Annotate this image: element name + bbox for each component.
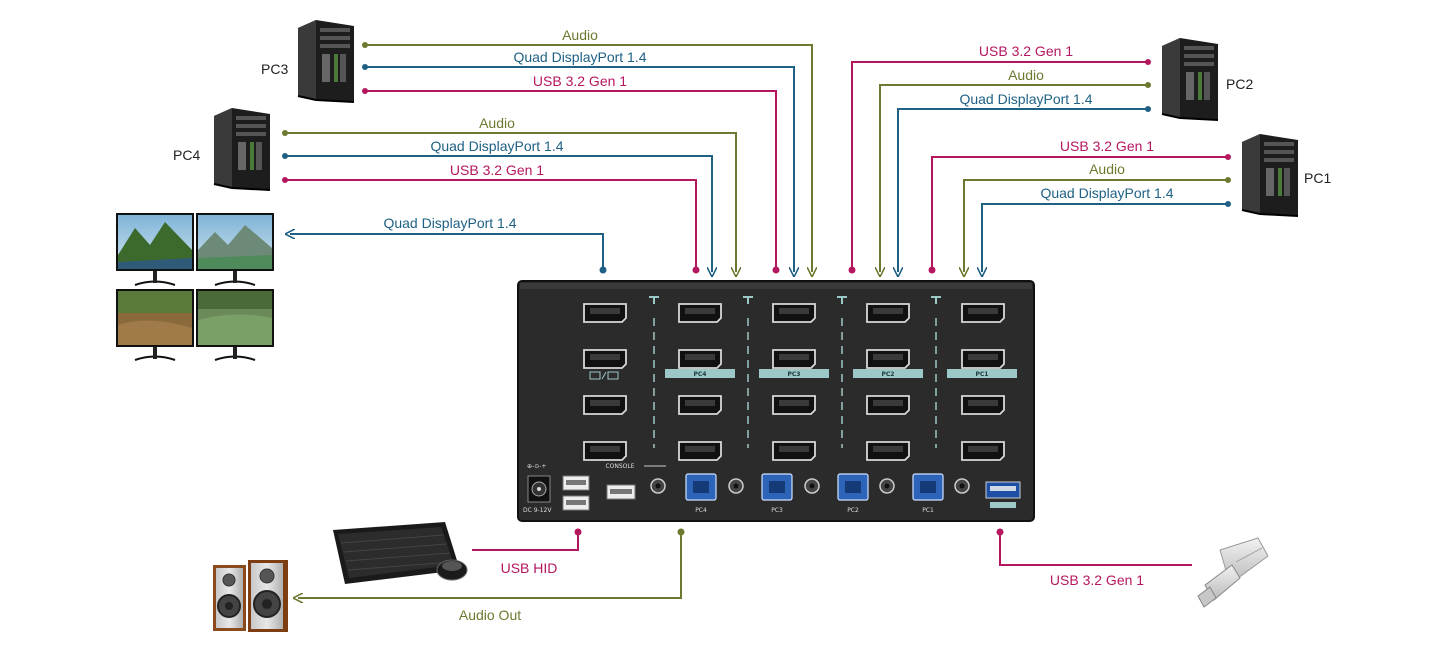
pc3-audio-line (365, 44, 812, 272)
pc4-audio-label: Audio (479, 115, 515, 131)
bottom-tag-pc2: PC2 (847, 507, 859, 514)
pc4-tower-icon (213, 108, 271, 191)
pc4-usb-label: USB 3.2 Gen 1 (450, 162, 544, 178)
monitors-video-label: Quad DisplayPort 1.4 (383, 215, 516, 231)
usb-drive-label: USB 3.2 Gen 1 (1050, 572, 1144, 588)
keyboard-mouse-icon (333, 522, 468, 584)
pc4-audio-line (285, 132, 736, 272)
port-tag-pc1: PC1 (976, 371, 989, 378)
pc-usb-b-ports (685, 473, 970, 501)
power-label: DC 9-12V (523, 507, 552, 514)
pc1-usb-line (931, 156, 1228, 268)
pc3-video-line (365, 66, 794, 272)
pc1-tower-icon (1241, 134, 1299, 217)
usb-drive-line (999, 532, 1192, 566)
pc3-tower-icon (297, 20, 355, 103)
pc-port-tags: PC4 PC3 PC2 PC1 (665, 369, 1017, 378)
pc2-tower-icon (1161, 38, 1219, 121)
usb-flash-drive-icon (1197, 537, 1269, 608)
pc1-audio-line (964, 179, 1228, 272)
pc1-usb-label: USB 3.2 Gen 1 (1060, 138, 1154, 154)
pc4-label: PC4 (173, 147, 200, 163)
audio-out-label: Audio Out (459, 607, 521, 623)
pc3-video-label: Quad DisplayPort 1.4 (513, 49, 646, 65)
svg-text:⊕-⊙-+: ⊕-⊙-+ (527, 463, 546, 470)
pc2-label: PC2 (1226, 76, 1253, 92)
usb-hid-label: USB HID (501, 560, 558, 576)
pc3-audio-label: Audio (562, 27, 598, 43)
pc3-usb-line (365, 90, 777, 268)
pc1-audio-label: Audio (1089, 161, 1125, 177)
console-usb-ports: CONSOLE (562, 462, 666, 511)
display-mode-icon (589, 371, 619, 380)
port-tag-pc4: PC4 (694, 371, 707, 378)
connection-labels: Audio Quad DisplayPort 1.4 USB 3.2 Gen 1… (383, 27, 1173, 623)
pc2-video-label: Quad DisplayPort 1.4 (959, 91, 1092, 107)
pc2-usb-line (851, 61, 1148, 268)
pc2-usb-label: USB 3.2 Gen 1 (979, 43, 1073, 59)
bottom-tag-pc4: PC4 (695, 507, 707, 514)
quad-monitor-icon (116, 213, 274, 361)
pc1-video-line (982, 203, 1228, 272)
pc-bottom-tags: PC4 PC3 PC2 PC1 (695, 507, 934, 514)
connection-dots (282, 42, 1231, 536)
kvm-switch-device: PC4 PC3 PC2 PC1 ⊕-⊙-+ DC 9-12V CONSOLE (517, 280, 1035, 522)
monitors-video-line (290, 234, 604, 268)
bottom-tag-pc3: PC3 (771, 507, 783, 514)
pc2-video-line (898, 108, 1148, 272)
console-label: CONSOLE (605, 463, 634, 470)
pc3-usb-label: USB 3.2 Gen 1 (533, 73, 627, 89)
speakers-icon (213, 560, 288, 632)
port-tag-pc3: PC3 (788, 371, 801, 378)
power-jack-icon: ⊕-⊙-+ DC 9-12V (523, 463, 552, 514)
pc4-usb-line (285, 179, 697, 268)
connection-lines (285, 44, 1228, 598)
port-tag-pc2: PC2 (882, 371, 895, 378)
pc3-label: PC3 (261, 61, 288, 77)
pc2-audio-line (880, 84, 1148, 272)
pc1-video-label: Quad DisplayPort 1.4 (1040, 185, 1173, 201)
pc4-video-line (285, 155, 712, 272)
pc4-video-label: Quad DisplayPort 1.4 (430, 138, 563, 154)
usb-hid-line (472, 532, 579, 551)
pc1-label: PC1 (1304, 170, 1331, 186)
bottom-tag-pc1: PC1 (922, 507, 934, 514)
audio-out-line (298, 532, 682, 598)
pc2-audio-label: Audio (1008, 67, 1044, 83)
